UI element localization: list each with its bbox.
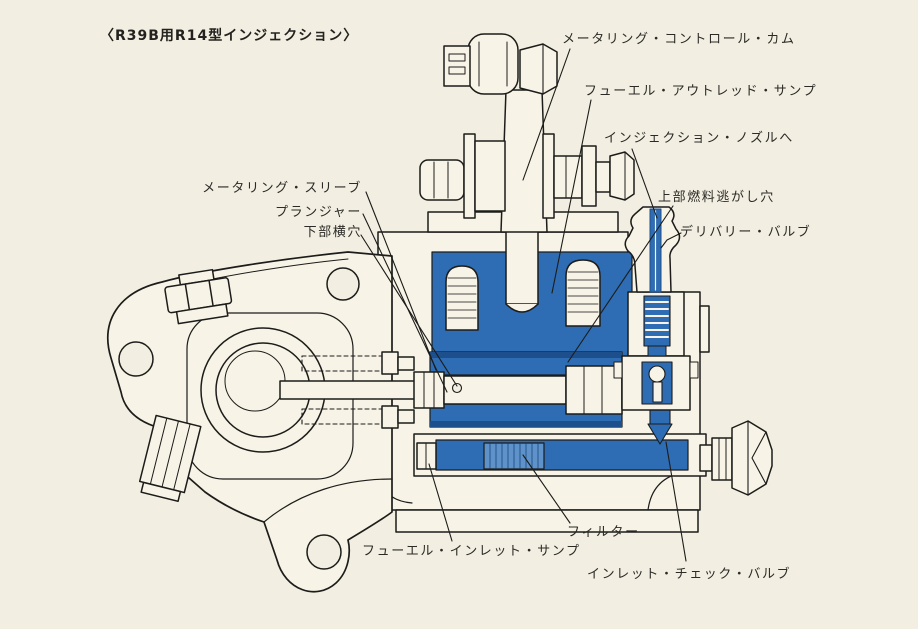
inlet-check-valve-part [647, 409, 673, 445]
label-metering-sleeve: メータリング・スリーブ [202, 181, 362, 196]
plunger-part [443, 375, 567, 405]
bolt-hole [326, 267, 360, 301]
bolt-hole [306, 534, 342, 570]
leader-injection-nozzle [631, 148, 658, 219]
filter-part [483, 442, 545, 470]
lower-side-hole-part [451, 382, 463, 394]
label-delivery-valve: デリバリー・バルブ [680, 225, 812, 240]
fuel-gallery [431, 229, 633, 371]
leader-metering-sleeve [365, 191, 437, 371]
page-title: 〈R39B用R14型インジェクション〉 [100, 28, 359, 44]
label-metering-control-cam: メータリング・コントロール・カム [562, 32, 796, 47]
flange-bolt [164, 268, 233, 325]
leader-plunger [362, 213, 448, 393]
leader-lower-side-hole [360, 234, 458, 387]
label-plunger: プランジャー [275, 205, 362, 220]
leader-inlet-check-valve [665, 441, 687, 562]
leader-upper-fuel-relief-hole [567, 205, 674, 363]
metering-control-cam-part [419, 33, 635, 233]
leader-filter [522, 454, 571, 524]
label-inlet-check-valve: インレット・チェック・バルブ [587, 567, 792, 582]
bolt-hole [118, 341, 154, 377]
mounting-flange [107, 251, 393, 593]
label-fuel-inlet-sump: フューエル・インレット・サンプ [362, 544, 581, 559]
label-lower-side-hole: 下部横穴 [303, 225, 362, 240]
cam-roller [467, 33, 519, 95]
label-upper-fuel-relief-hole: 上部燃料逃がし穴 [658, 190, 775, 205]
label-injection-nozzle: インジェクション・ノズルへ [604, 131, 794, 146]
label-fuel-outlet-sump: フューエル・アウトレッド・サンプ [584, 84, 818, 99]
leader-lines [360, 48, 687, 562]
label-filter: フィルター [567, 525, 640, 540]
leader-metering-control-cam [522, 48, 571, 181]
flange-boss [138, 414, 202, 503]
leader-fuel-outlet-sump [551, 99, 592, 294]
hex-plug [699, 420, 773, 496]
leader-delivery-valve [660, 232, 682, 249]
cam-nut [519, 43, 558, 95]
tappet [505, 229, 539, 313]
delivery-valve-part [613, 206, 699, 411]
inlet-channel [413, 409, 707, 477]
leader-fuel-inlet-sump [428, 463, 453, 542]
